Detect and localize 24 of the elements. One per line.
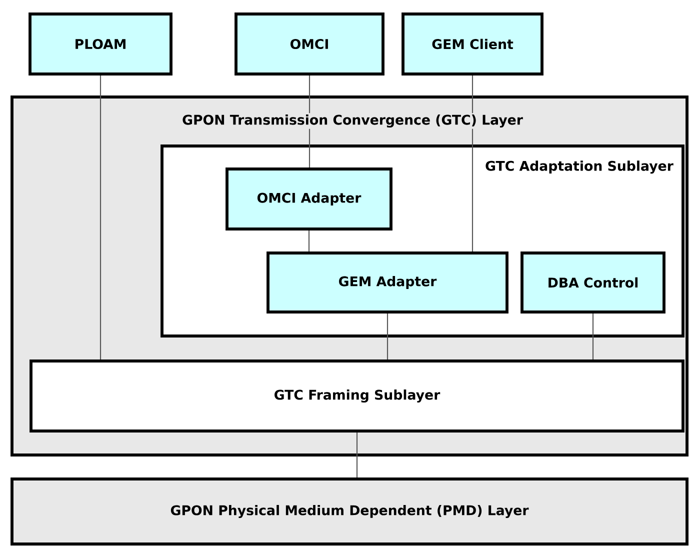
connector-line	[472, 75, 474, 252]
box-label: OMCI	[290, 38, 328, 50]
box-label: GPON Transmission Convergence (GTC) Layer	[180, 113, 524, 129]
box-label: GEM Client	[432, 38, 514, 50]
connector-line	[592, 313, 594, 360]
box-label: PLOAM	[76, 38, 126, 50]
sublayer-box	[30, 360, 684, 432]
box-label: GEM Adapter	[339, 276, 437, 289]
block-box	[402, 12, 544, 76]
box-label: GTC Adaptation Sublayer	[484, 159, 675, 175]
connector-line	[100, 75, 102, 360]
block-box	[520, 252, 666, 314]
box-label: OMCI Adapter	[257, 192, 362, 206]
block-box	[226, 168, 392, 230]
box-label: DBA Control	[548, 277, 638, 288]
box-label: GPON Physical Medium Dependent (PMD) Layer	[170, 504, 529, 518]
block-box	[28, 12, 172, 76]
connector-line	[356, 432, 358, 478]
box-label: GTC Framing Sublayer	[274, 389, 440, 402]
connector-line	[386, 313, 388, 360]
layer-box	[10, 478, 688, 546]
connector-line	[308, 230, 310, 252]
block-box	[266, 252, 508, 314]
block-box	[234, 12, 384, 76]
